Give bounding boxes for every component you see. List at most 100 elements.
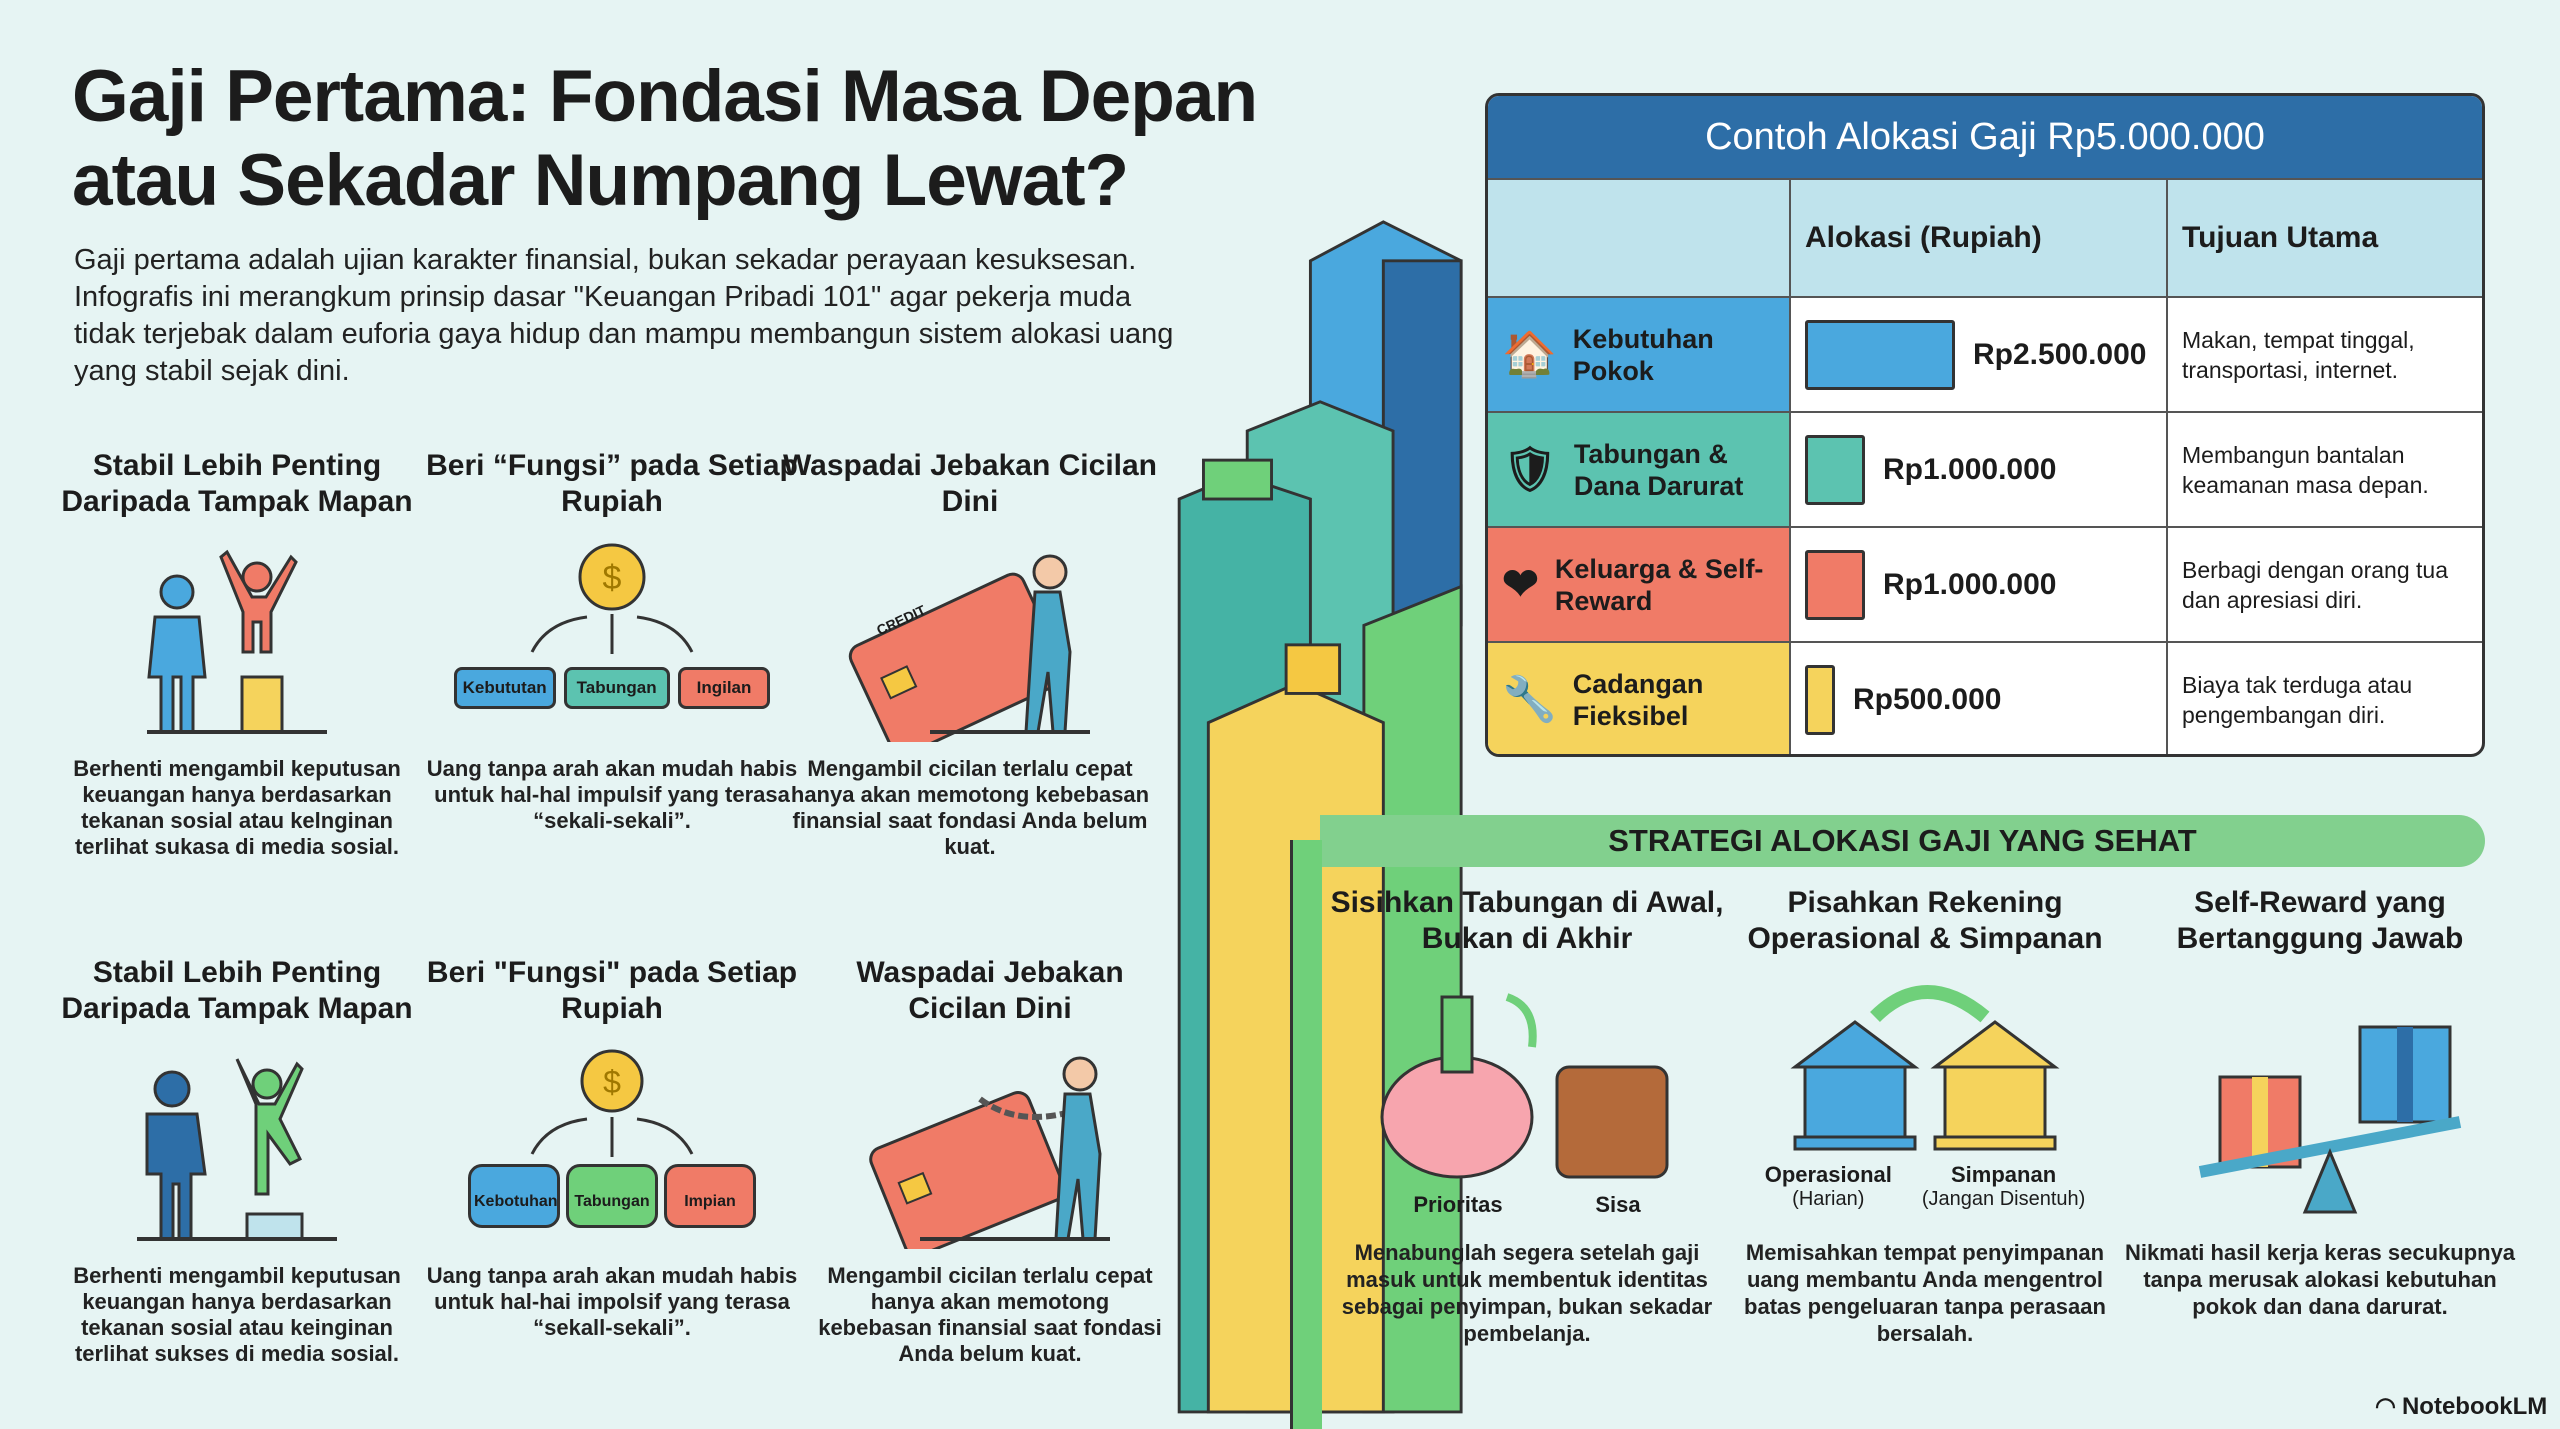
allocation-table: Contoh Alokasi Gaji Rp5.000.000 Alokasi … <box>1485 93 2485 757</box>
shield-piggy-icon: 🛡 <box>1502 444 1558 494</box>
principle-card: Waspadai Jebakan Cicilan Dini Mengambil … <box>815 955 1165 1367</box>
principle-card: Stabil Lebih Penting Daripada Tampak Map… <box>47 955 427 1367</box>
principle-card: Waspadai Jebakan Cicilan Dini CREDIT Men… <box>780 448 1160 860</box>
tools-icon: 🔧 <box>1502 674 1557 724</box>
sublabel-daily: (Harian) <box>1792 1188 1865 1210</box>
allocation-bar <box>1805 434 1865 505</box>
coin-jars-diagram: $ Kebotuhan Tabungan Impian <box>422 1049 802 1249</box>
purpose-cell: Makan, tempat tinggal, transportasi, int… <box>2182 326 2415 383</box>
principle-title: Beri "Fungsi" pada Setiap Rupiah <box>426 956 798 1025</box>
people-podium-icon <box>47 1049 427 1249</box>
principle-card: Stabil Lebih Penting Daripada Tampak Map… <box>47 448 427 860</box>
allocation-bar <box>1805 664 1835 735</box>
category-cell: 🛡 Tabungan & Dana Darurat <box>1488 413 1791 526</box>
category-label: Kebutuhan Pokok <box>1572 323 1714 386</box>
wallet-icon <box>1555 1065 1669 1179</box>
table-row: 🛡 Tabungan & Dana Darurat Rp1.000.000 Mem… <box>1488 411 2482 526</box>
gift-balance-icon <box>2120 977 2520 1227</box>
purpose-cell: Berbagi dengan orang tua dan apresiasi d… <box>2182 556 2448 613</box>
sublabel-untouched: (Jangan Disentuh) <box>1921 1188 2086 1210</box>
category-cell: ❤Keluarga & Self-Reward <box>1488 528 1791 641</box>
amount-label: Rp1.000.000 <box>1883 452 2057 486</box>
brand-name: NotebookLM <box>2401 1392 2548 1420</box>
category-label: Tabungan & Dana Darurat <box>1573 438 1744 501</box>
principle-text: Berhenti mengambil keputusan keuangan ha… <box>73 756 401 859</box>
table-row: 🔧 Cadangan Fieksibel Rp500.000 Biaya tak … <box>1488 641 2482 754</box>
page-title: Gaji Pertama: Fondasi Masa Depan atau Se… <box>72 56 1258 221</box>
people-podium-icon <box>47 542 427 742</box>
notebooklm-icon: ◠ <box>2375 1393 2396 1420</box>
banner-connector <box>1290 840 1322 1429</box>
amount-label: Rp2.500.000 <box>1973 337 2147 371</box>
allocation-bar <box>1805 549 1865 620</box>
credit-card-burden-icon: CREDIT <box>780 542 1160 757</box>
principle-text: Uang tanpa arah akan mudah habis untuk h… <box>426 756 798 833</box>
strategy-title: Self-Reward yang Bertanggung Jawab <box>2176 886 2464 955</box>
coin-flow-diagram: $ Kebututan Tabungan Ingilan <box>422 542 802 742</box>
gold-bars-icon <box>1284 643 1342 695</box>
strategy-banner: STRATEGI ALOKASI GAJI YANG SEHAT <box>1320 815 2485 867</box>
principle-title: Beri “Fungsi” pada Setiap Rupiah <box>426 449 798 518</box>
piggy-bank-icon <box>1380 1055 1534 1179</box>
principle-text: Berhenti mengambil keputusan keuangan ha… <box>73 1263 401 1366</box>
category-label: Cadangan Fieksibel <box>1572 668 1704 731</box>
allocation-box-needs: Kebututan <box>453 667 556 709</box>
principle-text: Uang tanpa arah akan mudah habis untuk h… <box>426 1263 798 1340</box>
column-header: Alokasi (Rupiah) <box>1791 180 2168 296</box>
strategy-text: Menabunglah segera setelah gaji masuk un… <box>1341 1240 1713 1346</box>
strategy-text: Memisahkan tempat penyimpanan uang memba… <box>1744 1240 2106 1346</box>
coin-icon: $ <box>530 543 694 654</box>
jar-savings: Tabungan <box>566 1164 658 1228</box>
strategy-item: Self-Reward yang Bertanggung Jawab Nikma… <box>2120 885 2520 1320</box>
principle-text: Mengambil cicilan terlalu cepat hanya ak… <box>790 756 1150 859</box>
table-header-row: Alokasi (Rupiah) Tujuan Utama <box>1488 178 2482 296</box>
jar-needs: Kebotuhan <box>468 1164 560 1228</box>
column-header: Tujuan Utama <box>2182 221 2379 254</box>
principle-title: Stabil Lebih Penting Daripada Tampak Map… <box>61 449 413 518</box>
amount-cell: Rp1.000.000 <box>1791 413 2168 526</box>
purpose-cell: Biaya tak terduga atau pengembangan diri… <box>2182 671 2413 728</box>
amount-cell: Rp1.000.000 <box>1791 528 2168 641</box>
bank-transfer-illustration: Operasional(Harian) Simpanan(Jangan Disen… <box>1725 977 2125 1227</box>
strategy-title: Sisihkan Tabungan di Awal, Bukan di Akhi… <box>1330 886 1724 955</box>
amount-cell: Rp500.000 <box>1791 643 2168 754</box>
label-remainder: Sisa <box>1595 1192 1641 1217</box>
allocation-box-wants: Ingilan <box>677 667 771 709</box>
strategy-item: Sisihkan Tabungan di Awal, Bukan di Akhi… <box>1327 885 1727 1347</box>
purpose-cell: Membangun bantalan keamanan masa depan. <box>2182 441 2429 498</box>
label-priority: Prioritas <box>1413 1192 1503 1217</box>
amount-cell: Rp2.500.000 <box>1791 298 2168 411</box>
principle-text: Mengambil cicilan terlalu cepat hanya ak… <box>818 1263 1162 1366</box>
principle-title: Stabil Lebih Penting Daripada Tampak Map… <box>61 956 413 1025</box>
allocation-box-savings: Tabungan <box>563 667 670 709</box>
table-title: Contoh Alokasi Gaji Rp5.000.000 <box>1488 96 2482 178</box>
cash-stack-icon <box>1202 458 1273 501</box>
principle-card: Beri "Fungsi" pada Setiap Rupiah $ Kebot… <box>422 955 802 1341</box>
amount-label: Rp1.000.000 <box>1883 567 2057 601</box>
label-savings: Simpanan <box>1951 1162 2057 1187</box>
column-header <box>1488 180 1791 296</box>
principle-title: Waspadai Jebakan Cicilan Dini <box>782 449 1158 518</box>
strategy-item: Pisahkan Rekening Operasional & Simpanan… <box>1725 885 2125 1347</box>
strategy-title: Pisahkan Rekening Operasional & Simpanan <box>1747 886 2103 955</box>
heart-hands-icon: ❤ <box>1502 559 1539 609</box>
strategy-text: Nikmati hasil kerja keras secukupnya tan… <box>2124 1240 2516 1319</box>
piggy-wallet-illustration: Prioritas Sisa <box>1327 977 1727 1227</box>
brand-logo: ◠NotebookLM <box>2375 1392 2547 1421</box>
coin-icon: $ <box>530 1049 694 1157</box>
category-cell: 🔧 Cadangan Fieksibel <box>1488 643 1791 754</box>
svg-text:$: $ <box>603 559 622 597</box>
label-operational: Operasional <box>1764 1162 1892 1187</box>
chained-credit-card-icon <box>815 1049 1165 1258</box>
bank-operational-icon <box>1790 1020 1920 1151</box>
allocation-bar <box>1805 319 1955 390</box>
svg-text:$: $ <box>603 1064 621 1100</box>
intro-paragraph: Gaji pertama adalah ujian karakter finan… <box>74 244 1174 387</box>
table-row: ❤Keluarga & Self-Reward Rp1.000.000 Berb… <box>1488 526 2482 641</box>
bank-savings-icon <box>1930 1020 2060 1151</box>
principle-card: Beri “Fungsi” pada Setiap Rupiah $ Kebut… <box>422 448 802 834</box>
principle-title: Waspadai Jebakan Cicilan Dini <box>856 956 1124 1025</box>
jar-dreams: Impian <box>664 1164 756 1228</box>
amount-label: Rp500.000 <box>1853 682 2002 716</box>
house-icon: 🏠 <box>1502 329 1557 379</box>
